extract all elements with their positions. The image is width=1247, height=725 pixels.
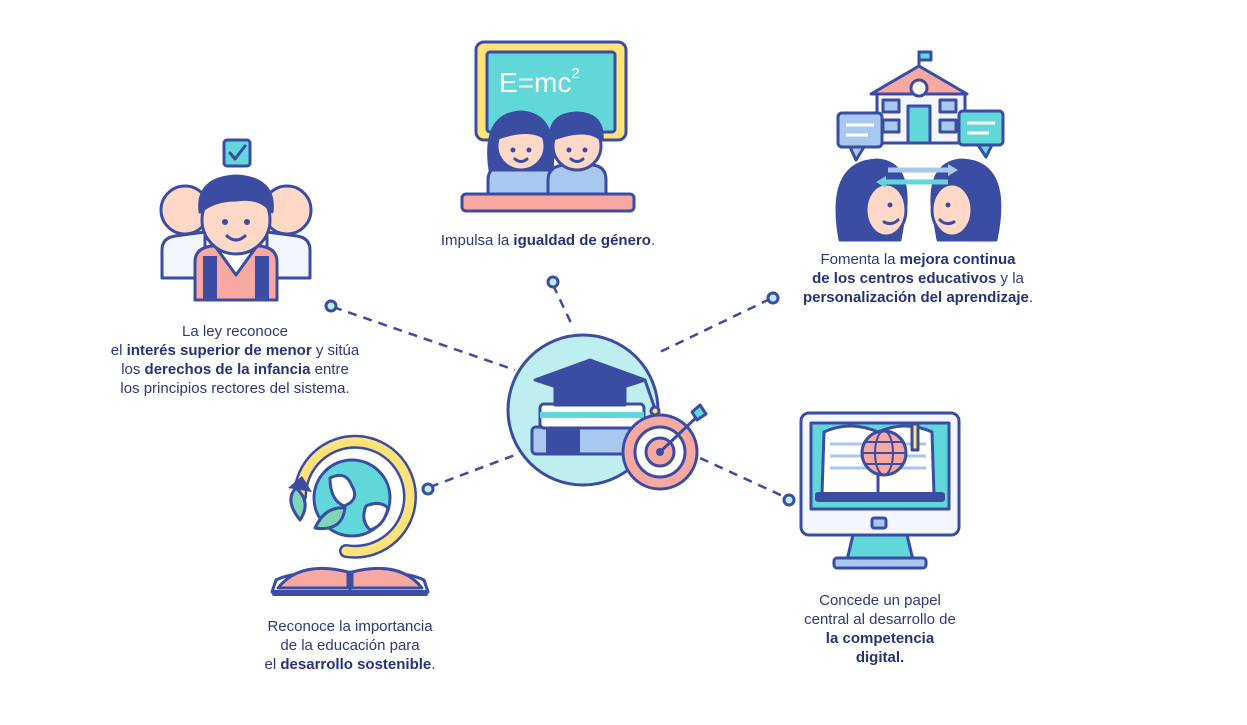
- caption-digital: Concede un papel central al desarrollo d…: [804, 592, 956, 666]
- caption-gender: Impulsa la igualdad de género.: [440, 232, 656, 249]
- caption-rights: La ley reconoce el interés superior de m…: [110, 323, 360, 397]
- caption-sustainable: Reconoce la importancia de la educación …: [264, 618, 436, 673]
- school-dialogue-icon: [835, 50, 1005, 242]
- globe-book-icon: [270, 434, 430, 596]
- connector-dot-rights: [324, 299, 338, 313]
- connector-dot-school: [766, 291, 780, 305]
- students-blackboard-icon: E=mc2: [460, 40, 636, 213]
- connector-sustainable: [429, 453, 516, 489]
- connector-gender: [551, 284, 574, 326]
- connector-digital: [699, 456, 788, 500]
- connector-rights: [332, 305, 516, 372]
- checkbox-icon: [222, 138, 252, 168]
- connector-dot-digital: [782, 493, 796, 507]
- board-formula: E=mc2: [499, 65, 580, 98]
- connectors: [324, 275, 796, 507]
- connector-school: [659, 297, 771, 354]
- caption-school: Fomenta la mejora continua de los centro…: [802, 251, 1034, 306]
- connector-dot-gender: [546, 275, 560, 289]
- graduation-cap-target-icon: [506, 333, 708, 491]
- children-checkmark-icon: [159, 138, 313, 302]
- monitor-book-icon: [799, 411, 961, 570]
- connector-dot-sustainable: [421, 482, 435, 496]
